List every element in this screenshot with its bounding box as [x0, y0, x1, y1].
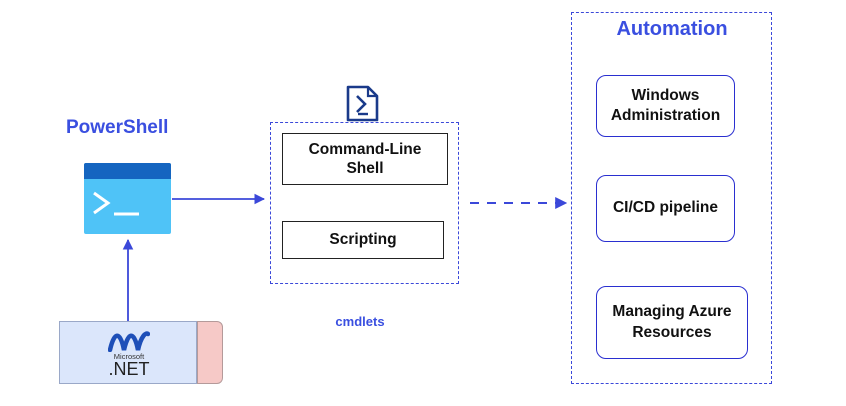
- automation-title: Automation: [616, 18, 728, 40]
- cicd-pipeline-box: CI/CD pipeline: [596, 175, 735, 242]
- cmdlets-label: cmdlets: [335, 314, 385, 329]
- powershell-icon: [84, 163, 171, 234]
- cmdlets-group: [270, 122, 459, 284]
- automation-group: [571, 12, 772, 384]
- dotnet-logo: Microsoft .NET: [59, 321, 223, 384]
- windows-administration-box: Windows Administration: [596, 75, 735, 137]
- dotnet-logo-panel: Microsoft .NET: [59, 321, 197, 384]
- script-file-icon: [346, 85, 379, 122]
- dotnet-wave-icon: [108, 331, 150, 352]
- dotnet-logo-side: [197, 321, 223, 384]
- command-line-shell-box: Command-Line Shell: [282, 133, 448, 185]
- dotnet-brand-small: Microsoft: [113, 352, 145, 361]
- scripting-box: Scripting: [282, 221, 444, 259]
- managing-azure-resources-box: Managing Azure Resources: [596, 286, 748, 359]
- powershell-title: PowerShell: [66, 117, 169, 138]
- dotnet-brand-main: .NET: [108, 359, 150, 379]
